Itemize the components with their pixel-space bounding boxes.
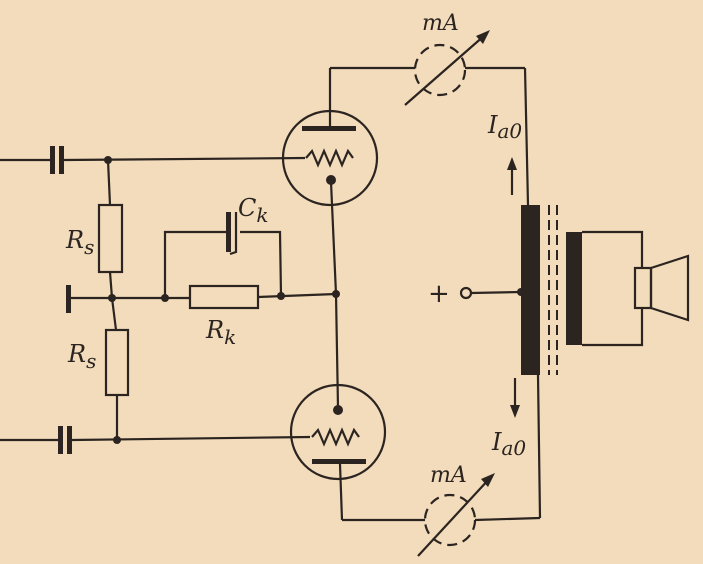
- tube-bottom: [289, 383, 387, 521]
- meter-top-label: mA: [422, 11, 459, 36]
- output-transformer: [521, 205, 644, 375]
- svg-text:Ia0: Ia0: [491, 428, 526, 460]
- supply-terminal: +: [428, 279, 525, 309]
- label-rs-bottom: Rs: [67, 340, 96, 373]
- capacitor-ck: [163, 212, 283, 298]
- coupling-capacitor-bottom: [58, 426, 63, 454]
- label-rk: Rk: [205, 316, 236, 349]
- current-label-bottom: Ia0: [491, 378, 526, 460]
- resistor-rk: [188, 284, 340, 310]
- svg-text:+: +: [428, 279, 450, 309]
- coupling-capacitor-top: [50, 146, 55, 174]
- input-bottom: [0, 426, 311, 454]
- resistor-rs-top: [97, 159, 124, 299]
- label-rs-top: Rs: [65, 226, 94, 259]
- arrow-up-icon: [507, 157, 517, 170]
- current-label-top: Ia0: [487, 111, 522, 195]
- ground-terminal: [66, 285, 71, 313]
- input-top: [0, 146, 306, 174]
- svg-text:Ia0: Ia0: [487, 111, 522, 143]
- milliammeter-top: mA: [330, 11, 530, 206]
- speaker-icon: [633, 254, 690, 322]
- tube-top: [281, 68, 379, 207]
- meter-bottom-label: mA: [430, 463, 467, 488]
- resistor-rs-bottom: [104, 297, 130, 440]
- label-ck: Ck: [238, 194, 269, 227]
- arrow-down-icon: [510, 405, 520, 418]
- milliammeter-bottom: mA: [342, 374, 542, 557]
